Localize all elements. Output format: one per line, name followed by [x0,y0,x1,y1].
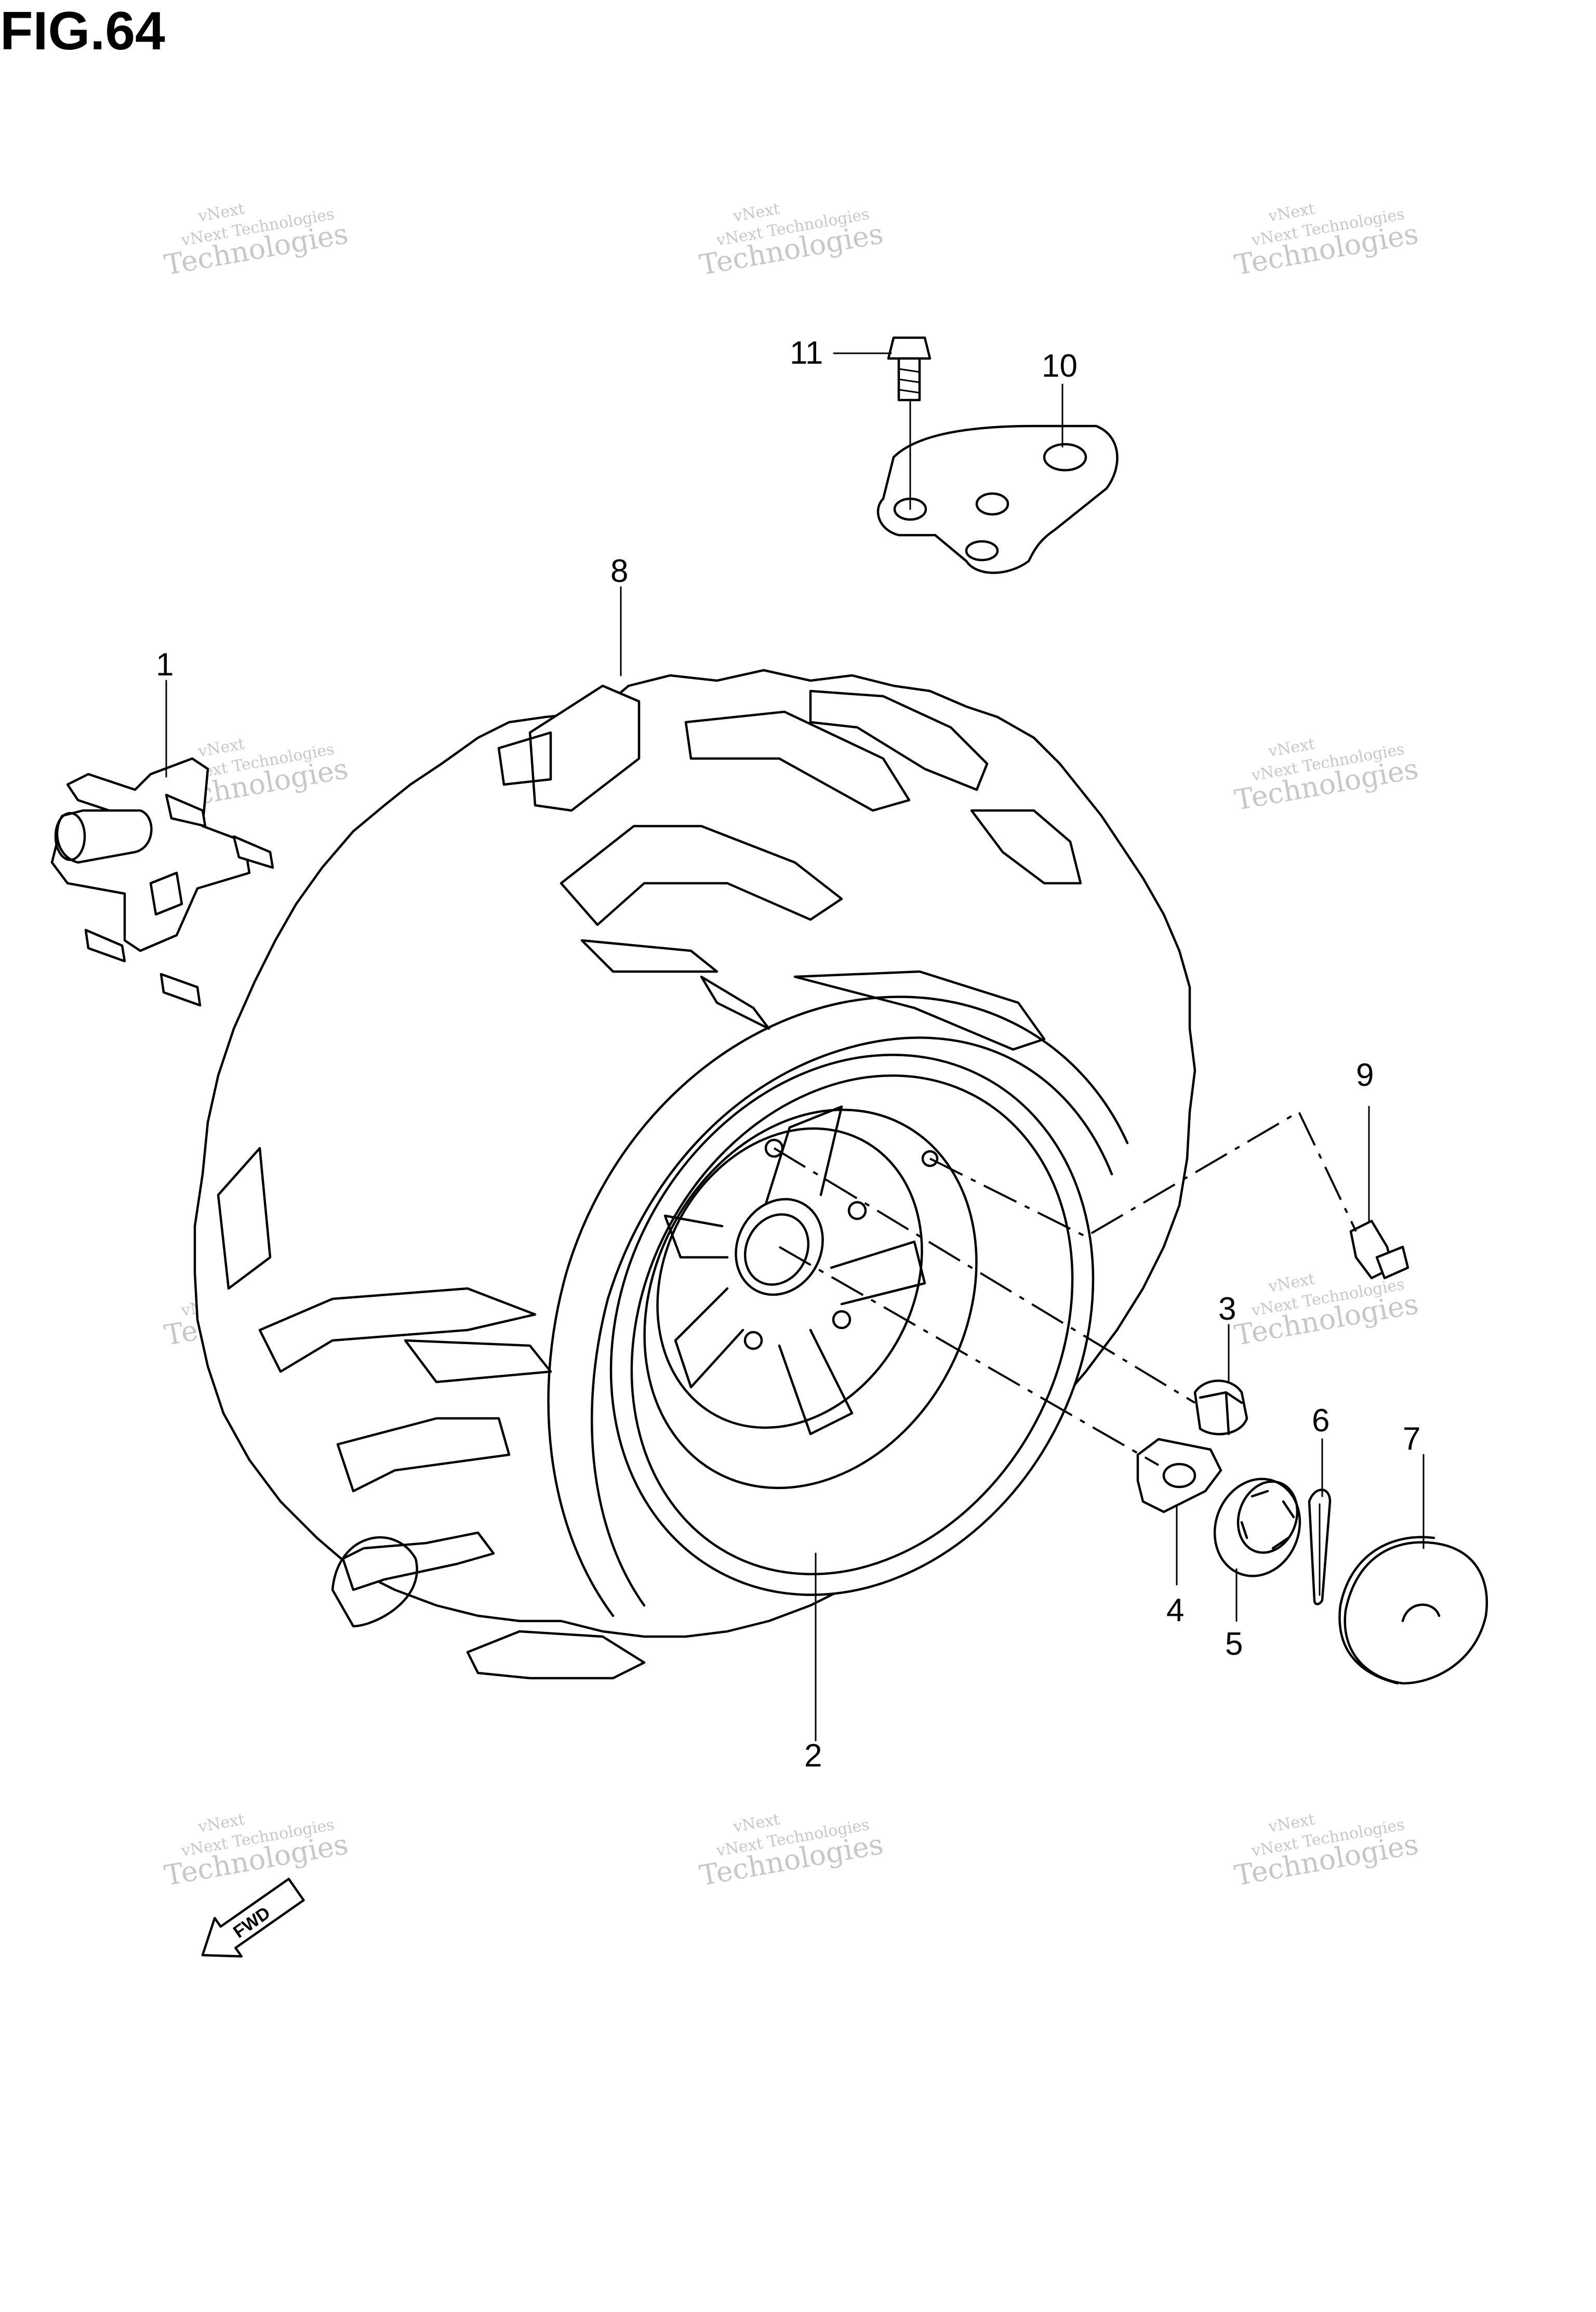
tread-lug [341,1531,495,1591]
lug-hole [764,1138,784,1158]
part-1-wheel-hub [50,757,274,1007]
watermark: vNext vNext Technologies Technologies [1232,735,1421,817]
castle-nut-face [1236,1480,1299,1554]
part-7-hub-cap [1338,1536,1488,1685]
callout-9: 9 [1356,1057,1374,1093]
wheel-stud [159,973,202,1007]
wheel-rim-inner [643,1108,978,1490]
tread-lug [258,1287,537,1373]
callout-numbers: 1 2 3 4 5 6 7 8 9 10 11 [156,335,1420,1774]
valve-stem [1375,1245,1409,1280]
bolt-head [887,336,932,360]
callout-7: 7 [1403,1421,1420,1457]
hub-boss-face [54,812,86,861]
wheel-stud [84,928,126,963]
hub-spline [149,871,183,916]
hub-flange [50,757,251,952]
watermark: vNext vNext Technologies Technologies [162,1810,351,1892]
callout-11: 11 [790,335,823,371]
watermark: vNext vNext Technologies Technologies [697,1810,886,1892]
wheel-stud [165,793,207,828]
callout-1: 1 [156,647,174,683]
wheel-spoke [762,1105,843,1212]
wheel-spoke [778,1328,854,1436]
nut-flats [1199,1391,1243,1436]
lug-hole [832,1310,852,1330]
part-9-valve [1349,1219,1409,1280]
tread-lug [809,689,989,791]
tread-lug [793,970,1046,1051]
valve-hole [921,1150,939,1167]
bracket-plate [876,424,1119,574]
hub-cap-emblem [1401,1603,1441,1623]
callout-2: 2 [804,1738,822,1774]
watermark: vNext vNext Technologies Technologies [697,200,886,282]
tread-lug [217,1147,272,1290]
callout-8: 8 [610,553,628,589]
watermark: vNext vNext Technologies Technologies [1232,200,1421,282]
callout-10: 10 [1042,348,1078,384]
callout-6: 6 [1312,1403,1329,1439]
part-5-castle-nut [1213,1478,1301,1577]
tread-lug [336,1417,511,1493]
figure-title: FIG.64 [0,1,165,61]
wheel-stud [232,835,274,869]
forward-direction-arrow: FWD [201,1878,305,1958]
tread-lug [331,1536,418,1628]
hub-cap-rim [1338,1536,1435,1685]
washer-body [1136,1438,1222,1513]
part-6-cotter-pin [1308,1489,1332,1605]
tire-and-wheel [193,669,1196,1680]
washer-hole [1162,1463,1196,1489]
part-10-bracket [876,424,1119,574]
part-11-bolt [887,336,932,510]
tread-lug [684,710,911,812]
tread-lug [560,825,843,926]
tread-lug [404,1339,552,1384]
centerline-axle [779,1246,1159,1466]
hub-cap-body [1344,1541,1488,1685]
part-3-wheel-nut [1193,1379,1248,1436]
callout-5: 5 [1225,1626,1243,1662]
wheel-hub-bore-inner [743,1213,810,1286]
lug-hole [847,1201,867,1220]
castle-nut-slots [1240,1490,1295,1550]
centerline-nut [773,1147,1196,1404]
bolt-thread [898,368,921,394]
lug-hole [743,1331,763,1350]
callout-3: 3 [1218,1291,1236,1327]
hub-boss [56,809,153,864]
tread-lug [497,731,552,786]
bracket-hole [965,540,999,562]
tread-lug [528,684,641,812]
bracket-hole [1043,443,1087,472]
tread-lug [970,809,1082,885]
arrow-icon [201,1878,305,1958]
wheel-rim-outer [609,1054,1095,1596]
nut-body [1193,1379,1248,1436]
tread-lug [466,1630,646,1680]
bracket-hole [975,492,1009,516]
part-4-washer [1136,1438,1222,1513]
watermark: vNext vNext Technologies Technologies [1232,1810,1421,1892]
tire-sidewall [547,995,1129,1617]
leader-lines [165,352,1425,1742]
watermark: vNext vNext Technologies Technologies [162,200,351,282]
wheel-spoke [674,1287,744,1389]
wheel-spoke [663,1214,729,1259]
tread-lug [580,939,719,973]
callout-4: 4 [1166,1592,1184,1628]
wheel-spoke [830,1240,926,1306]
centerline-valve [929,1110,1357,1238]
tire-sidewall [590,1037,1113,1607]
